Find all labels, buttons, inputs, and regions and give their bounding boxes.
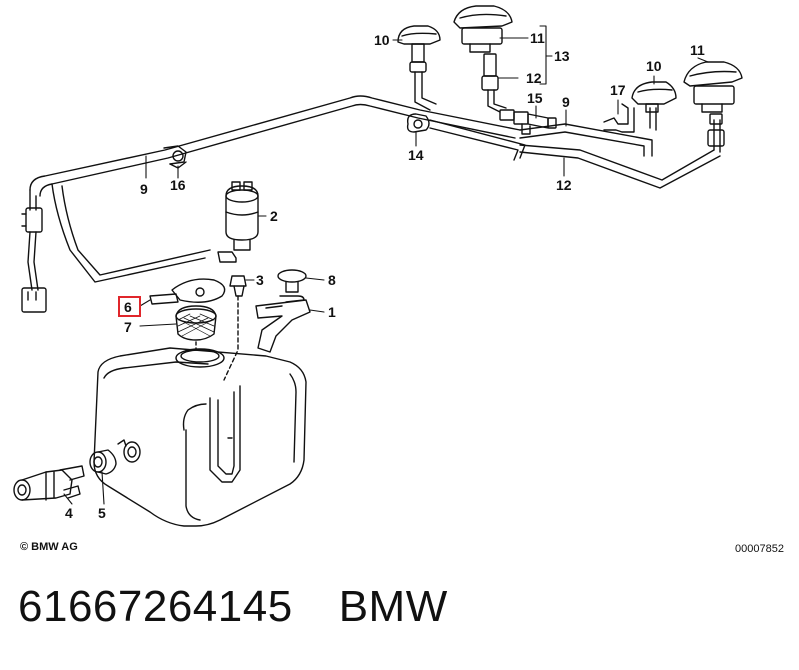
label-grommet: 3 bbox=[256, 272, 264, 288]
label-clip-14: 14 bbox=[408, 147, 424, 163]
label-hose-lower: 12 bbox=[556, 177, 572, 193]
label-washer-jet-left-outer: 10 bbox=[374, 32, 390, 48]
wire-connectors-left bbox=[21, 207, 47, 313]
label-cap-8: 8 bbox=[328, 272, 336, 288]
reservoir-neck-bracket bbox=[255, 299, 311, 353]
label-elbow-17: 17 bbox=[610, 82, 626, 98]
washer-jet-right-inner bbox=[631, 81, 677, 113]
label-washer-jet-right-outer: 11 bbox=[690, 42, 705, 58]
label-connector-15: 15 bbox=[527, 90, 543, 106]
filter-basket bbox=[175, 305, 225, 368]
label-plug-4: 4 bbox=[65, 505, 73, 521]
label-pump: 2 bbox=[270, 208, 278, 224]
label-grommet-5: 5 bbox=[98, 505, 106, 521]
label-hose-right: 9 bbox=[562, 94, 570, 110]
highlight-box bbox=[118, 296, 141, 317]
footer-title: 61667264145 BMW bbox=[18, 582, 448, 632]
washer-jet-left-inner bbox=[453, 5, 513, 91]
label-washer-jet-left-inner: 11 bbox=[530, 30, 545, 46]
label-clip-16: 16 bbox=[170, 177, 186, 193]
label-bracket-13: 13 bbox=[554, 48, 570, 64]
pump-seal-grommet bbox=[89, 449, 117, 475]
diagram-reference-code: 00007852 bbox=[735, 543, 784, 555]
brand-name: BMW bbox=[338, 582, 448, 631]
copyright-notice: © BMW AG bbox=[20, 541, 78, 553]
hose-clip-14 bbox=[406, 113, 430, 133]
label-reservoir-bracket: 1 bbox=[328, 304, 336, 320]
washer-pump bbox=[217, 181, 259, 263]
label-washer-jet-right-inner: 10 bbox=[646, 58, 662, 74]
washer-jet-right-outer bbox=[683, 61, 743, 147]
hose-connector-15 bbox=[499, 109, 557, 135]
reservoir-cap bbox=[277, 269, 307, 303]
hose-elbow-17 bbox=[603, 103, 635, 133]
part-number: 61667264145 bbox=[18, 582, 293, 631]
label-cap-left: 12 bbox=[526, 70, 542, 86]
pump-grommet bbox=[229, 275, 247, 297]
drain-plug bbox=[13, 465, 85, 501]
label-filter: 7 bbox=[124, 319, 132, 335]
washer-jet-left-outer bbox=[397, 25, 441, 73]
filter-cover bbox=[149, 278, 226, 305]
callout-labels: 10 11 13 12 15 9 17 10 11 14 12 9 16 2 3… bbox=[65, 30, 705, 521]
washer-reservoir bbox=[93, 295, 307, 527]
leader-lines bbox=[63, 25, 709, 505]
label-hose-left: 9 bbox=[140, 181, 148, 197]
label-filter-cover: 6 bbox=[124, 299, 132, 315]
hose-network bbox=[27, 71, 721, 291]
